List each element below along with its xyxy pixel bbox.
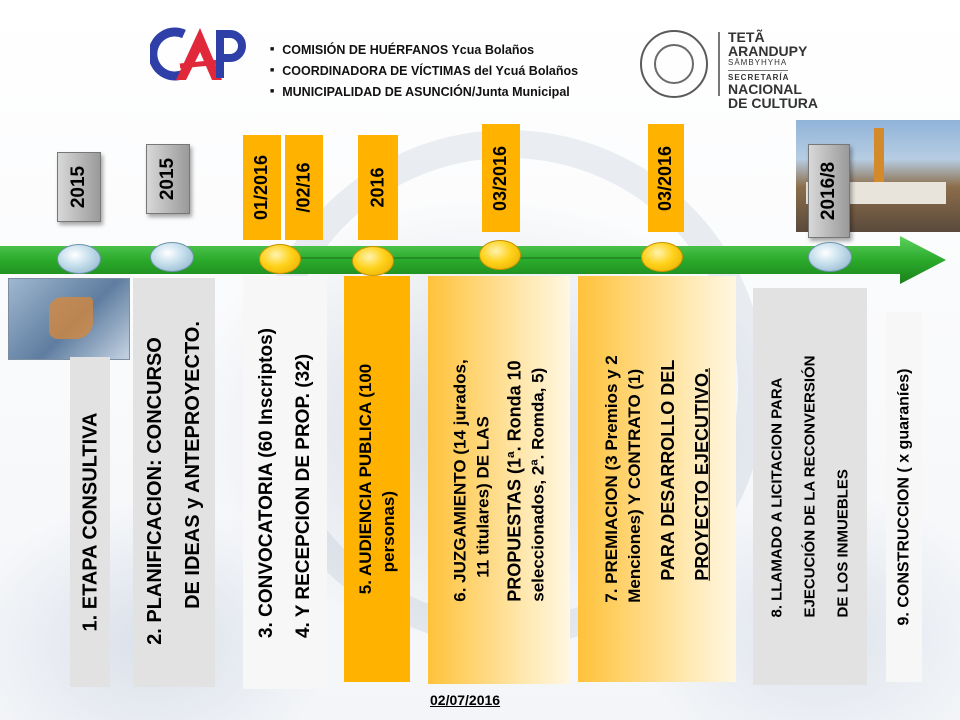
org-text-line: ARANDUPY [728,43,808,59]
step-text: personas) [379,490,399,573]
step-3-4-box: 3. CONVOCATORIA (60 Inscriptos) 4. Y REC… [243,276,327,689]
year-tag: 2016/8 [808,144,850,238]
step-text: PROPUESTAS (1ª. Ronda 10 [504,359,525,602]
step-5-box: 5. AUDIENCIA PUBLICA (100 personas) [344,276,410,682]
step-6-box: 6. JUZGAMIENTO (14 jurados, 11 titulares… [428,276,570,684]
step-text: seleccionados, 2ª. Romda, 5) [528,367,548,602]
step-7-box: 7. PREMIACION (3 Premios y 2 Menciones) … [578,276,736,682]
milestone-dot [259,244,301,274]
milestone-dot [808,242,852,272]
step-1-box: 1. ETAPA CONSULTIVA [70,357,110,687]
step-text: 7. PREMIACION (3 Premios y 2 [602,355,621,603]
org-bullet: COORDINADORA DE VÍCTIMAS del Ycuá Bolaño… [270,61,578,82]
step-text: 2. PLANIFICACION: CONCURSO [144,336,166,645]
date-tag: /02/16 [285,135,323,240]
date-tag: 03/2016 [482,124,520,232]
step-9-box: 9. CONSTRUCCION ( x guaraníes) [886,312,922,682]
step-8-box: 8. LLAMADO A LICITACION PARA EJECUCIÓN D… [753,288,867,685]
org-text-line: TETÃ [728,29,765,45]
cap-logo [150,27,246,81]
year-tag: 2015 [57,152,101,222]
milestone-dot [641,242,683,272]
presentation-date: 02/07/2016 [430,692,501,708]
milestone-dot [352,246,394,276]
date-tag: 01/2016 [243,135,281,240]
secretaria-cultura-logo: TETÃ ARANDUPY SÄMBYHYHA SECRETARÍA NACIO… [728,30,818,110]
step-text: 9. CONSTRUCCION ( x guaraníes) [895,368,912,626]
date-tag: 2016 [358,135,398,240]
site-map-image [8,278,130,360]
milestone-dot [57,244,101,274]
org-text-line: SECRETARÍA [728,73,790,82]
step-text: 3. CONVOCATORIA (60 Inscriptos) [256,327,277,638]
milestone-dot [479,240,521,270]
org-bullet: MUNICIPALIDAD DE ASUNCIÓN/Junta Municipa… [270,82,578,103]
org-text-line: SÄMBYHYHA [728,58,788,67]
year-tag: 2015 [146,144,190,214]
milestone-dot [150,242,194,272]
step-text: Menciones) Y CONTRATO (1) [625,368,644,603]
timeline-arrow [0,236,946,284]
step-2-box: 2. PLANIFICACION: CONCURSO DE IDEAS y AN… [133,278,215,687]
divider [718,32,720,96]
organizations-list: COMISIÓN DE HUÉRFANOS Ycua Bolaños COORD… [270,40,578,103]
step-text: DE LOS INMUEBLES [834,469,852,618]
step-text: PROYECTO EJECUTIVO. [692,368,712,581]
step-text: 5. AUDIENCIA PUBLICA (100 [356,363,376,595]
step-text: 11 titulares) DE LAS [473,415,493,578]
step-text: EJECUCIÓN DE LA RECONVERSIÓN [801,355,819,618]
step-text: PARA DESARROLLO DEL [658,359,678,581]
step-text: 1. ETAPA CONSULTIVA [79,412,101,632]
org-bullet: COMISIÓN DE HUÉRFANOS Ycua Bolaños [270,40,578,61]
step-text: 6. JUZGAMIENTO (14 jurados, [450,358,470,602]
org-text-line: DE CULTURA [728,95,818,111]
date-tag: 03/2016 [648,124,684,232]
step-text: 8. LLAMADO A LICITACION PARA [768,377,786,618]
step-text: DE IDEAS y ANTEPROYECTO. [182,320,204,609]
step-text: 4. Y RECEPCION DE PROP. (32) [293,353,314,638]
org-text-line: NACIONAL [728,81,802,97]
paraguay-seal-icon [640,30,708,98]
